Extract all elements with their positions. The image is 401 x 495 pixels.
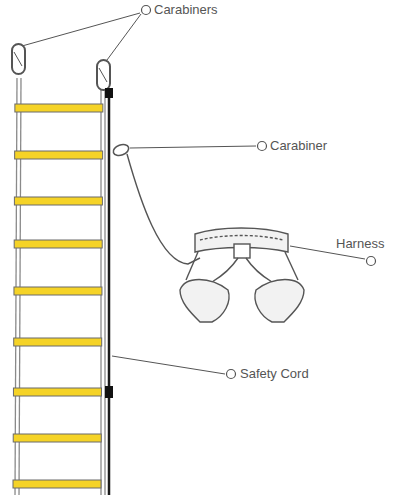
ladder-rung: [15, 151, 103, 159]
ladder-rung: [14, 338, 102, 346]
side-strap: [285, 252, 298, 280]
callout-label: Safety Cord: [240, 366, 309, 382]
carabiner-right: [97, 60, 110, 90]
label-marker: [227, 370, 236, 379]
label-marker: [258, 142, 267, 151]
label-marker: [142, 6, 151, 15]
leg-loop: [180, 280, 229, 323]
leader-line: [112, 356, 225, 374]
leg-strap: [212, 258, 238, 282]
top-carabiners: [12, 44, 110, 90]
harness: [180, 228, 304, 322]
ladder-rung: [13, 434, 101, 442]
ladder-rung: [14, 240, 102, 248]
side-strap: [186, 252, 198, 280]
cord-carabiner: [112, 143, 200, 264]
carabiner-gate: [99, 68, 107, 82]
ladder-rung: [14, 287, 102, 295]
cord-clamp: [105, 88, 113, 98]
callout-label: Carabiners: [154, 2, 218, 18]
lanyard: [127, 154, 200, 264]
ladder-rung: [13, 388, 101, 396]
ladder-rung: [13, 480, 101, 488]
ladder-rung: [15, 104, 103, 112]
belt-stitching: [200, 236, 283, 241]
right-rail: [104, 90, 105, 495]
label-markers: [142, 6, 376, 379]
cord-line: [108, 92, 111, 495]
ladder-rung: [14, 197, 102, 205]
leader-line: [22, 13, 140, 46]
leg-loop: [255, 280, 304, 323]
ladder-rungs: [13, 104, 103, 488]
label-marker: [367, 257, 376, 266]
callout-label: Harness: [336, 236, 384, 252]
leader-lines: [22, 13, 365, 374]
leg-strap: [246, 258, 272, 282]
safety-cord: [105, 88, 113, 495]
callout-label: Carabiner: [270, 138, 327, 154]
cord-clamp: [105, 386, 113, 398]
carabiner-left: [12, 44, 25, 74]
leader-line: [130, 146, 256, 148]
leader-line: [107, 14, 141, 60]
carabiner-gate: [14, 52, 22, 66]
belay-loop: [234, 244, 250, 258]
